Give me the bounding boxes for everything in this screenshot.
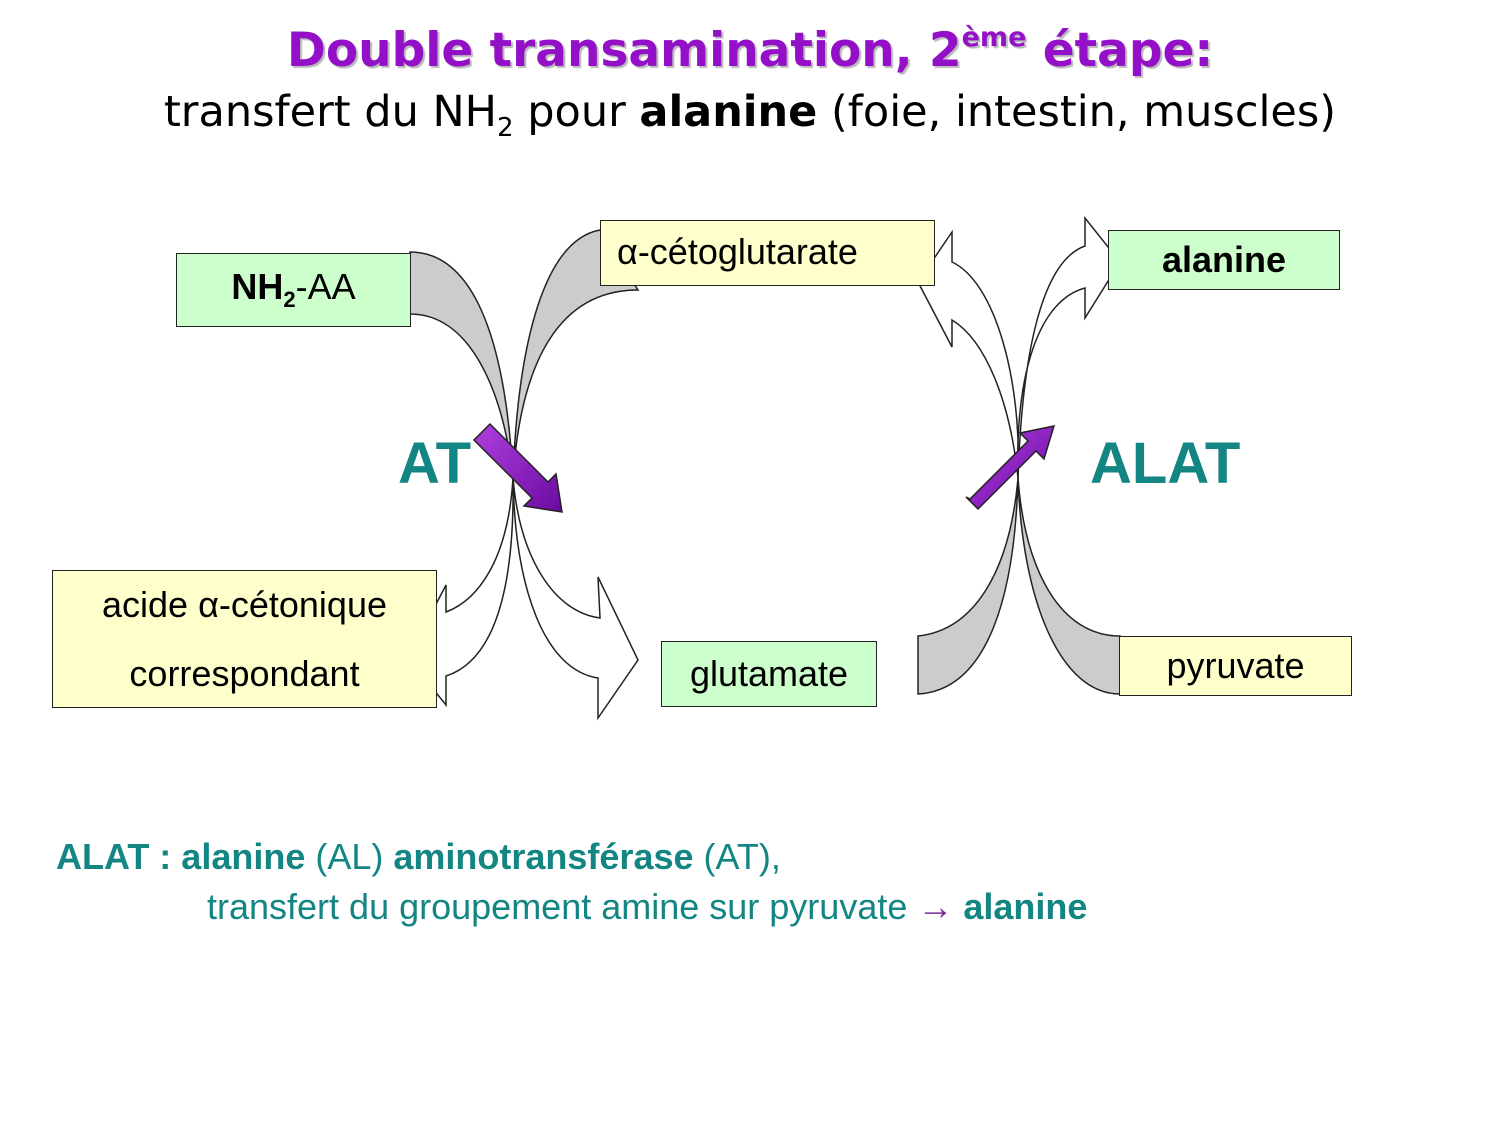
note-at: (AT), — [693, 836, 781, 877]
page-subtitle: transfert du NH2 pour alanine (foie, int… — [0, 87, 1500, 144]
enzyme-alat: ALAT — [1090, 431, 1241, 496]
grey-arrow-pyruvate — [1017, 477, 1121, 695]
box-nh2-aa: NH2-AA — [176, 253, 411, 327]
page-title: Double transamination, 2ème étape: — [0, 22, 1500, 78]
note-al: (AL) — [305, 836, 394, 877]
white-arrow-glutamate — [512, 477, 639, 721]
box-alanine: alanine — [1108, 230, 1340, 290]
glutamate-label: glutamate — [689, 653, 849, 694]
white-arrow-cetoglutarate-out — [917, 229, 1020, 479]
note-aminotransferase: aminotransférase — [393, 836, 694, 877]
title-superscript: ème — [961, 22, 1027, 53]
subtitle-part1: transfert du NH — [163, 87, 497, 137]
subtitle-part3: (foie, intestin, muscles) — [817, 87, 1337, 137]
note-line2: transfert du groupement amine sur pyruva… — [207, 886, 1087, 928]
subtitle-part2: pour — [513, 87, 640, 137]
title-main: Double transamination, 2 — [286, 23, 962, 78]
note-arrow-icon: → — [917, 886, 954, 927]
nh2aa-bold: NH — [231, 266, 284, 308]
grey-arrow-glutamate-in — [917, 477, 1019, 695]
box-pyruvate: pyruvate — [1119, 636, 1352, 696]
note-line1: ALAT : alanine (AL) aminotransférase (AT… — [56, 836, 781, 878]
enzyme-at: AT — [398, 431, 472, 496]
note-alanine: alanine — [181, 836, 306, 877]
nh2aa-rest: -AA — [295, 266, 356, 308]
acide-line1: acide α-cétonique — [102, 584, 387, 625]
purple-arrow-at — [472, 422, 563, 513]
box-cetoglutarate: α-cétoglutarate — [600, 220, 935, 286]
nh2aa-sub: 2 — [283, 287, 296, 313]
subtitle-bold: alanine — [639, 87, 818, 137]
purple-arrow-alat — [965, 425, 1056, 511]
note-transfert: transfert du groupement amine sur pyruva… — [207, 886, 918, 927]
alanine-label: alanine — [1161, 239, 1287, 280]
subtitle-subscript: 2 — [497, 113, 514, 143]
note-alat: ALAT : — [56, 836, 182, 877]
cetoglutarate-label: α-cétoglutarate — [617, 231, 858, 272]
title-suffix: étape: — [1026, 23, 1214, 78]
acide-line2: correspondant — [129, 653, 360, 694]
pyruvate-label: pyruvate — [1166, 645, 1305, 686]
box-glutamate: glutamate — [661, 641, 877, 707]
note-alanine-result: alanine — [963, 886, 1088, 927]
white-arrow-alanine — [1017, 215, 1121, 479]
box-acide-cetonique: acide α-cétonique correspondant — [52, 570, 437, 708]
